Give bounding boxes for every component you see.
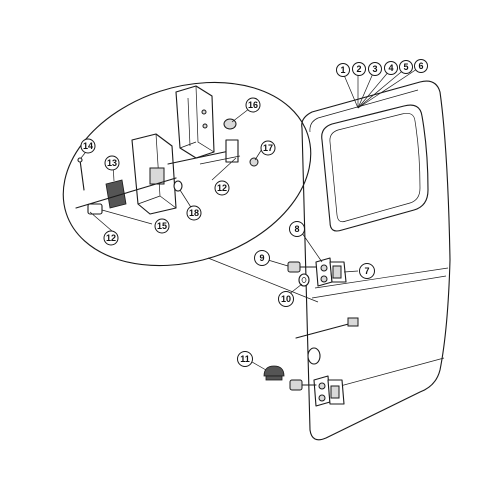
- callout-18-label: 18: [189, 208, 199, 218]
- detail-channel-bracket: [175, 85, 215, 159]
- detail-clip-18: [173, 180, 183, 192]
- door-window: [321, 104, 429, 232]
- callout-15: 15: [154, 218, 170, 234]
- callout-16: 16: [245, 97, 261, 113]
- callout-3-label: 3: [372, 64, 377, 74]
- callout-13: 13: [104, 155, 120, 171]
- hinge-bolt-upper: [287, 261, 317, 273]
- detail-rod: [75, 139, 241, 209]
- callout-6: 6: [414, 59, 428, 73]
- callout-2-label: 2: [356, 64, 361, 74]
- callout-13-label: 13: [107, 158, 117, 168]
- callout-11: 11: [237, 351, 253, 367]
- callout-10: 10: [278, 291, 294, 307]
- hinge-bolt-lower: [289, 379, 317, 391]
- callout-17-label: 17: [263, 143, 273, 153]
- leader-lines: [80, 66, 421, 371]
- lower-hinge: [313, 375, 345, 407]
- callout-2: 2: [352, 62, 366, 76]
- callout-8-label: 8: [294, 224, 299, 234]
- callout-17: 17: [260, 140, 276, 156]
- callout-5: 5: [399, 60, 413, 74]
- callout-9-label: 9: [259, 253, 264, 263]
- callout-18: 18: [186, 205, 202, 221]
- callout-5-label: 5: [403, 62, 408, 72]
- hinge-washer-upper: [298, 273, 310, 287]
- callout-11-label: 11: [240, 354, 250, 364]
- detail-view-oval: [62, 81, 319, 303]
- callout-9: 9: [254, 250, 270, 266]
- callout-14-label: 14: [83, 141, 93, 151]
- detail-grommet-15: [87, 203, 103, 215]
- detail-screw-17: [249, 157, 259, 167]
- callout-3: 3: [368, 62, 382, 76]
- callout-6-label: 6: [418, 61, 423, 71]
- callout-10-label: 10: [281, 294, 291, 304]
- hinge-cap: [263, 365, 285, 381]
- callout-12a-label: 12: [217, 183, 227, 193]
- callout-4: 4: [384, 61, 398, 75]
- detail-striker-bracket: [131, 133, 177, 215]
- callout-16-label: 16: [248, 100, 258, 110]
- callout-7-label: 7: [364, 266, 369, 276]
- callout-12b: 12: [103, 230, 119, 246]
- callout-15-label: 15: [157, 221, 167, 231]
- callout-8: 8: [289, 221, 305, 237]
- callout-1: 1: [336, 63, 350, 77]
- callout-14: 14: [80, 138, 96, 154]
- callout-1-label: 1: [340, 65, 345, 75]
- door-check-rod: [295, 317, 359, 365]
- callout-12a: 12: [214, 180, 230, 196]
- detail-pin: [77, 157, 85, 191]
- callout-4-label: 4: [388, 63, 393, 73]
- upper-hinge: [315, 257, 347, 287]
- callout-7: 7: [359, 263, 375, 279]
- callout-12b-label: 12: [106, 233, 116, 243]
- detail-latch-block: [105, 179, 127, 209]
